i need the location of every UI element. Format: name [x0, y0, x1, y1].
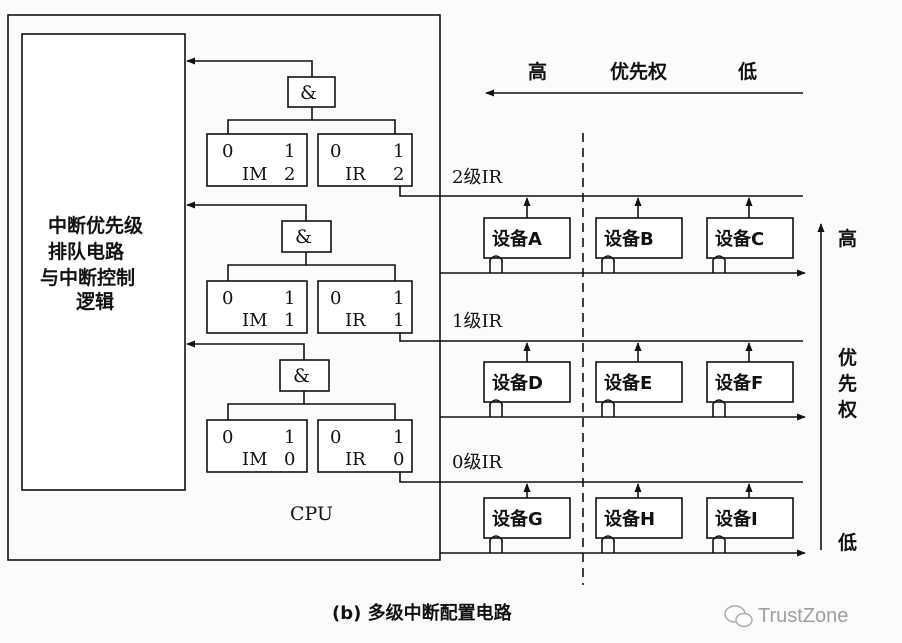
- svg-text:IR: IR: [345, 164, 366, 185]
- device-label: 设备I: [715, 508, 758, 530]
- svg-text:0: 0: [284, 449, 295, 470]
- logic-line-1: 中断优先级: [48, 214, 143, 237]
- device-row-1: 设备A 设备B 设备C: [440, 197, 806, 277]
- im-register: [206, 419, 308, 473]
- svg-text:1: 1: [393, 141, 404, 162]
- device-box: [706, 361, 794, 403]
- svg-text:1: 1: [284, 288, 295, 309]
- priority-logic-box: [21, 33, 186, 491]
- ir-line-label-2: 2级IR: [452, 167, 503, 188]
- svg-text:1: 1: [393, 427, 404, 448]
- svg-text:2: 2: [284, 164, 295, 185]
- device-box: [483, 217, 571, 259]
- svg-text:1: 1: [284, 427, 295, 448]
- svg-text:IM: IM: [242, 310, 268, 331]
- logic-line-2: 排队电路: [48, 240, 125, 263]
- cpu-boundary: [7, 14, 441, 561]
- priority-low-label: 低: [837, 531, 857, 554]
- device-box: [483, 497, 571, 539]
- svg-text:0: 0: [330, 288, 341, 309]
- svg-text:1: 1: [393, 288, 404, 309]
- logic-line-3: 与中断控制: [40, 266, 135, 289]
- device-box: [595, 361, 683, 403]
- top-priority-indicator: 高 优先权 低: [485, 60, 803, 97]
- gate-level-0: & 0 1 IM 0 0 1 IR 0: [186, 340, 803, 483]
- and-symbol: &: [295, 226, 312, 248]
- svg-text:0: 0: [222, 288, 233, 309]
- figure-caption: (b) 多级中断配置电路: [332, 602, 513, 624]
- svg-text:0: 0: [330, 141, 341, 162]
- cpu-label: CPU: [290, 503, 333, 525]
- priority-high-label: 高: [838, 227, 857, 250]
- ir-register: [317, 133, 413, 187]
- svg-text:2: 2: [393, 164, 404, 185]
- svg-text:1: 1: [284, 141, 295, 162]
- device-label: 设备H: [604, 508, 655, 530]
- device-label: 设备B: [604, 228, 654, 250]
- device-label: 设备C: [715, 228, 764, 250]
- device-box: [483, 361, 571, 403]
- device-label: 设备A: [492, 228, 542, 250]
- device-label: 设备E: [604, 372, 652, 394]
- watermark-text: TrustZone: [758, 605, 848, 627]
- ir-register: [317, 280, 413, 334]
- and-symbol: &: [300, 82, 317, 104]
- device-label: 设备G: [492, 508, 543, 530]
- priority-label-char: 优: [838, 346, 857, 369]
- svg-text:1: 1: [393, 310, 404, 331]
- device-row-2: 设备D 设备E 设备F: [440, 342, 806, 421]
- im-register: [206, 280, 308, 334]
- svg-text:0: 0: [222, 141, 233, 162]
- device-label: 设备F: [715, 372, 763, 394]
- logic-line-4: 逻辑: [76, 290, 114, 313]
- watermark: TrustZone: [724, 605, 848, 628]
- svg-text:0: 0: [222, 427, 233, 448]
- svg-text:0: 0: [330, 427, 341, 448]
- device-box: [706, 217, 794, 259]
- svg-text:IM: IM: [242, 449, 268, 470]
- priority-label-char: 先: [838, 372, 857, 395]
- device-box: [706, 497, 794, 539]
- svg-text:IM: IM: [242, 164, 268, 185]
- priority-label-char: 权: [837, 398, 857, 421]
- svg-text:1: 1: [284, 310, 295, 331]
- priority-logic-label: 中断优先级 排队电路 与中断控制 逻辑: [40, 214, 143, 313]
- and-gate: [281, 220, 332, 253]
- priority-low-label: 低: [737, 60, 757, 83]
- device-label: 设备D: [492, 372, 543, 394]
- gate-level-1: & 0 1 IM 1 0 1 IR 1: [186, 201, 803, 342]
- svg-text:0: 0: [393, 449, 404, 470]
- svg-text:IR: IR: [345, 310, 366, 331]
- ir-line-label-1: 1级IR: [452, 311, 503, 332]
- wechat-icon: [724, 605, 753, 628]
- ir-register: [317, 419, 413, 473]
- device-row-3: 设备G 设备H 设备I: [440, 483, 806, 557]
- gate-level-2: & 0 1 IM 2 0 1 IR 2: [186, 57, 803, 197]
- and-symbol: &: [293, 365, 310, 387]
- side-priority-indicator: 高 优 先 权 低: [817, 223, 857, 554]
- ir-line-label-0: 0级IR: [452, 452, 503, 473]
- svg-text:IR: IR: [345, 449, 366, 470]
- im-register: [206, 133, 308, 187]
- priority-high-label: 高: [528, 60, 547, 83]
- priority-label: 优先权: [610, 60, 667, 83]
- device-box: [595, 497, 683, 539]
- device-box: [595, 217, 683, 259]
